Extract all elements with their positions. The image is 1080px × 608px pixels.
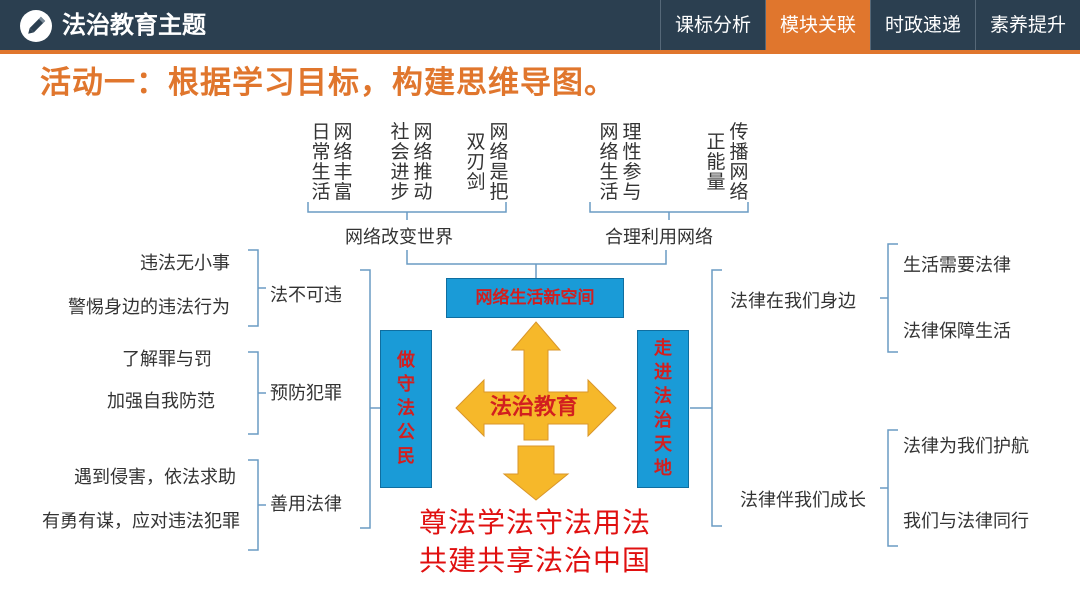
- tab-bar: 课标分析 模块关联 时政速递 素养提升: [659, 0, 1080, 50]
- header-accent-line: [0, 50, 1080, 54]
- left-group-label: 预防犯罪: [270, 383, 342, 404]
- left-group-label: 善用法律: [270, 494, 342, 515]
- rule-of-law-education-label: 法治教育: [489, 394, 578, 420]
- tab-module-association[interactable]: 模块关联: [764, 0, 870, 50]
- vertical-text-column: 网络生活: [599, 121, 619, 203]
- left-leaf-item: 警惕身边的违法行为: [68, 297, 230, 318]
- left-leaf-item: 遇到侵害，依法求助: [74, 467, 236, 488]
- tab-current-affairs[interactable]: 时政速递: [869, 0, 975, 50]
- left-leaf-item: 加强自我防范: [107, 391, 215, 412]
- network-life-box: 网络生活新空间: [446, 278, 624, 318]
- vertical-text-column: 正能量: [706, 131, 726, 193]
- pencil-logo-icon: [20, 10, 52, 42]
- right-leaf-item: 我们与法律同行: [903, 511, 1029, 532]
- vertical-text-column: 理性参与: [622, 121, 642, 203]
- slogan-line-1: 尊法学法守法用法: [418, 506, 651, 539]
- app-title: 法治教育主题: [62, 11, 206, 39]
- left-leaf-item: 了解罪与罚: [122, 349, 212, 370]
- right-leaf-item: 生活需要法律: [903, 255, 1011, 276]
- vertical-text-column: 双刃剑: [466, 131, 486, 193]
- right-group-label: 法律伴我们成长: [740, 490, 866, 511]
- left-leaf-item: 有勇有谋，应对违法犯罪: [42, 511, 240, 532]
- rule-of-law-world-box: 走进法治天地: [637, 330, 689, 488]
- tab-curriculum-analysis[interactable]: 课标分析: [659, 0, 765, 50]
- vertical-text-column: 网络推动: [413, 121, 433, 203]
- vertical-text-column: 网络是把: [489, 121, 509, 203]
- vertical-text-column: 传播网络: [729, 121, 749, 203]
- network-changes-world-label: 网络改变世界: [345, 227, 453, 248]
- tab-literacy-improvement[interactable]: 素养提升: [974, 0, 1080, 50]
- right-leaf-item: 法律保障生活: [903, 321, 1011, 342]
- vertical-text-column: 社会进步: [390, 121, 410, 203]
- vertical-text-column: 网络丰富: [333, 121, 353, 203]
- right-leaf-item: 法律为我们护航: [903, 436, 1029, 457]
- left-leaf-item: 违法无小事: [140, 253, 230, 274]
- left-group-label: 法不可违: [270, 285, 342, 306]
- vertical-text-column: 日常生活: [311, 121, 331, 203]
- activity-heading: 活动一：根据学习目标，构建思维导图。: [40, 65, 616, 101]
- cross-arrow: [455, 321, 617, 441]
- reasonable-use-network-label: 合理利用网络: [605, 227, 713, 248]
- slogan-line-2: 共建共享法治中国: [418, 544, 651, 577]
- down-arrow: [502, 445, 570, 501]
- right-group-label: 法律在我们身边: [730, 291, 856, 312]
- law-abiding-citizen-box: 做守法公民: [380, 330, 432, 488]
- header-bar: 法治教育主题 课标分析 模块关联 时政速递 素养提升: [0, 0, 1080, 50]
